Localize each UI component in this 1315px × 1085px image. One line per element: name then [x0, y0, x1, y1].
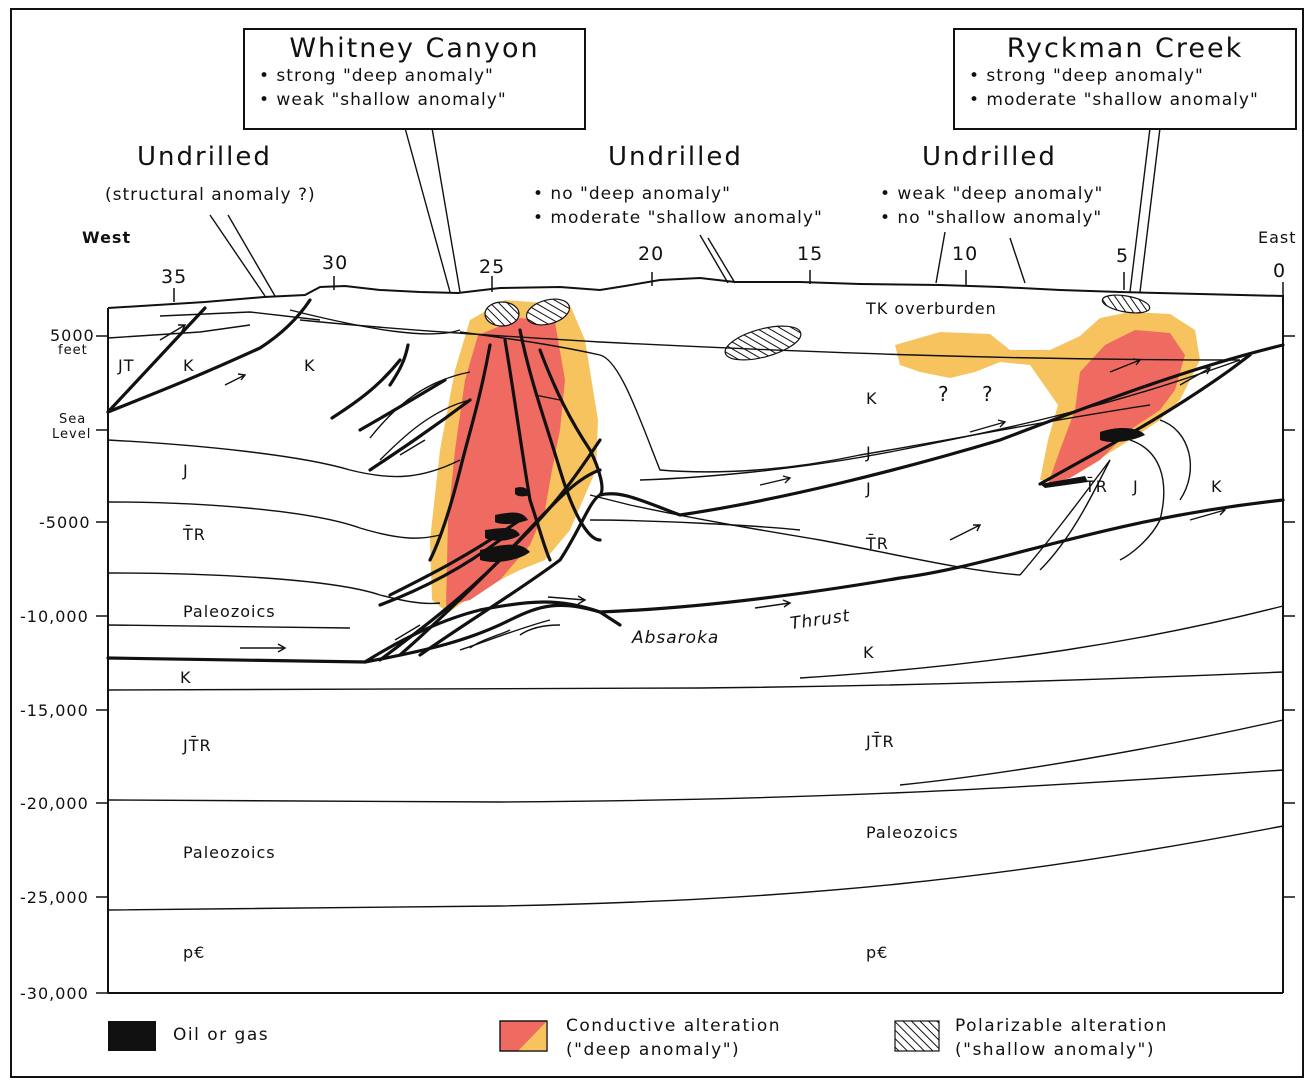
undrilled-middle-title: Undrilled — [608, 142, 743, 172]
callout-bullet: • weak "shallow anomaly" — [259, 88, 584, 112]
direction-east: East — [1258, 228, 1297, 247]
unit-label: Paleozoics — [183, 602, 276, 621]
unit-label: K — [183, 356, 195, 375]
unit-label: J — [1133, 477, 1139, 496]
x-tick-label: 25 — [479, 256, 505, 278]
unit-label: ? — [938, 382, 950, 406]
unit-label: TK overburden — [866, 299, 997, 318]
callout-title: Whitney Canyon — [245, 33, 584, 64]
unit-label: JT — [118, 356, 135, 375]
direction-west: West — [82, 228, 131, 247]
unit-label: T̄R — [1085, 477, 1108, 496]
undrilled-east-bullet: • no "shallow anomaly" — [880, 208, 1102, 228]
unit-label: JT̄R — [866, 732, 895, 751]
undrilled-middle-bullet: • no "deep anomaly" — [533, 184, 731, 204]
x-tick-label: 10 — [952, 243, 978, 265]
legend-oil-label: Oil or gas — [173, 1025, 269, 1045]
deep-anomaly-whitney — [430, 300, 598, 613]
unit-label: K — [180, 668, 192, 687]
legend-polarizable-label: Polarizable alteration — [955, 1016, 1168, 1036]
undrilled-middle-bullet: • moderate "shallow anomaly" — [533, 208, 823, 228]
y-tick-label: -10,000 — [20, 607, 89, 626]
undrilled-east-bullet: • weak "deep anomaly" — [880, 184, 1103, 204]
y-label-sea: Sea — [59, 412, 86, 427]
y-tick-label: -25,000 — [20, 888, 89, 907]
horizons — [108, 310, 1283, 993]
callout-title: Ryckman Creek — [955, 33, 1295, 64]
unit-label: T̄R — [866, 534, 889, 553]
x-tick-label: 35 — [161, 266, 187, 288]
unit-label: J — [866, 479, 872, 498]
callout-bullet: • moderate "shallow anomaly" — [969, 88, 1295, 112]
x-tick-label: 5 — [1116, 245, 1129, 267]
unit-label: K — [304, 356, 316, 375]
unit-label: K — [866, 389, 878, 408]
callout-bullet: • strong "deep anomaly" — [969, 64, 1295, 88]
callout-whitney-canyon: Whitney Canyon • strong "deep anomaly" •… — [243, 28, 586, 130]
unit-label: p€ — [183, 943, 205, 962]
callout-ryckman-creek: Ryckman Creek • strong "deep anomaly" • … — [953, 28, 1297, 130]
unit-label: JT̄R — [183, 736, 212, 755]
callout-bullet: • strong "deep anomaly" — [259, 64, 584, 88]
unit-label: K — [863, 643, 875, 662]
x-tick-label: 15 — [797, 243, 823, 265]
legend-conductive-label: Conductive alteration — [566, 1016, 781, 1036]
absaroka-label: Absaroka — [632, 628, 719, 648]
unit-label: J — [183, 461, 189, 480]
x-tick-label: 20 — [638, 243, 664, 265]
undrilled-west-title: Undrilled — [137, 142, 272, 172]
y-tick-label: -30,000 — [20, 984, 89, 1003]
undrilled-east-title: Undrilled — [922, 142, 1057, 172]
unit-label: ? — [982, 382, 994, 406]
unit-label: K — [1211, 477, 1223, 496]
undrilled-west-note: (structural anomaly ?) — [105, 185, 316, 205]
legend-polarizable-sub: ("shallow anomaly") — [955, 1040, 1155, 1060]
unit-label: p€ — [866, 943, 888, 962]
unit-label: T̄R — [183, 525, 206, 544]
unit-label: Paleozoics — [866, 823, 959, 842]
legend-conductive-sub: ("deep anomaly") — [566, 1040, 740, 1060]
y-label-feet: feet — [58, 343, 88, 358]
y-tick-label: -5000 — [39, 513, 91, 532]
y-tick-label: -15,000 — [20, 701, 89, 720]
y-label-level: Level — [52, 427, 91, 442]
x-tick-label: 30 — [322, 252, 348, 274]
x-tick-label: 0 — [1273, 260, 1286, 282]
unit-label: Paleozoics — [183, 843, 276, 862]
unit-label: J — [866, 443, 872, 462]
y-tick-label: -20,000 — [20, 794, 89, 813]
